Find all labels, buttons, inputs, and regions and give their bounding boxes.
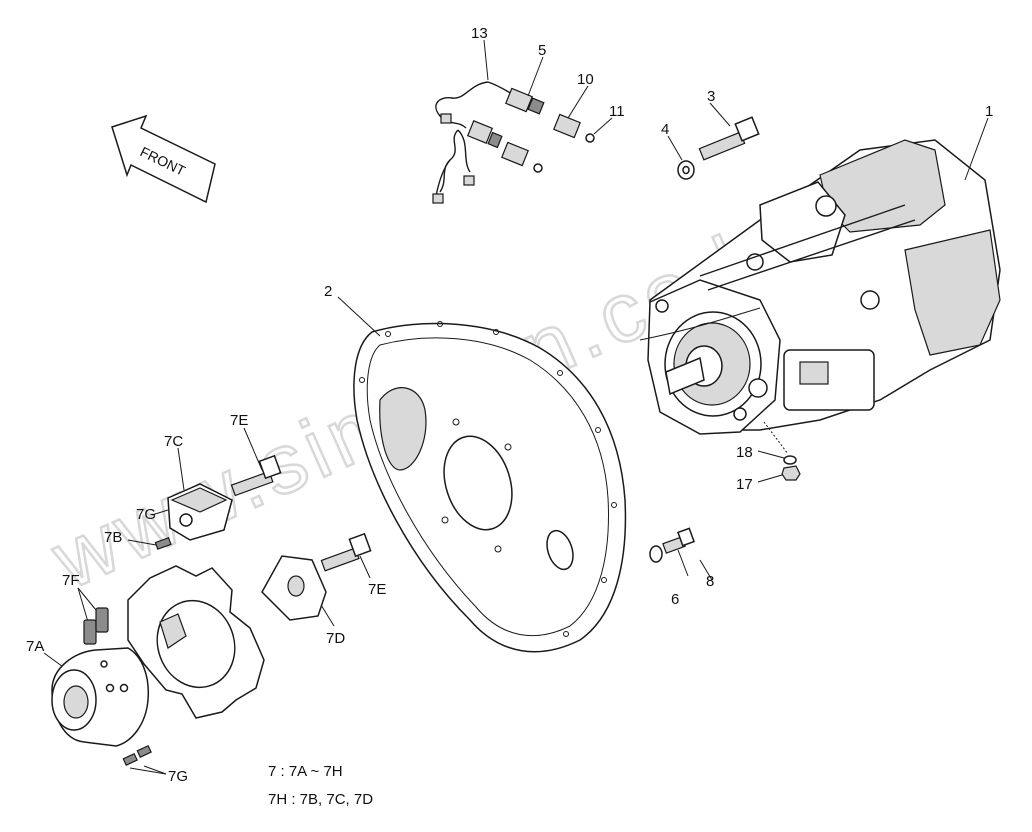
callout-7A: 7A (26, 638, 44, 655)
flywheel-plate (353, 321, 627, 653)
coupling-flange-7C (167, 483, 233, 541)
washer-18 (783, 455, 797, 465)
coupling-flange-7D (261, 555, 327, 621)
note-line-2: 7H : 7B, 7C, 7D (268, 791, 373, 808)
setscrew-7G-lower (122, 744, 152, 766)
callout-7G-top: 7G (136, 506, 156, 523)
callout-3: 3 (707, 88, 715, 105)
callout-1: 1 (985, 103, 993, 120)
adapter-fitting-10 (553, 113, 595, 143)
plug-17 (781, 465, 801, 481)
adapter-fitting-lower (501, 141, 543, 173)
callout-7D: 7D (326, 630, 345, 647)
callout-7G-bottom: 7G (168, 768, 188, 785)
washer-6 (649, 545, 663, 563)
callout-7C: 7C (164, 433, 183, 450)
washer-4 (677, 160, 695, 180)
callout-17: 17 (736, 476, 753, 493)
wiring-harness (432, 81, 517, 204)
callout-8: 8 (706, 573, 714, 590)
callout-6: 6 (671, 591, 679, 608)
callout-11: 11 (609, 103, 625, 120)
callout-13: 13 (471, 25, 488, 42)
callout-7B: 7B (104, 529, 122, 546)
callout-18: 18 (736, 444, 753, 461)
setscrew-7G-upper (154, 537, 172, 550)
note-line-1: 7 : 7A ~ 7H (268, 763, 343, 780)
bolt-8 (662, 527, 695, 554)
pressure-sensor-lower (466, 120, 503, 149)
main-pump-assembly (639, 139, 1001, 435)
callout-5: 5 (538, 42, 546, 59)
bolt-3 (698, 116, 760, 161)
front-arrow: FRONT (111, 114, 216, 204)
callout-4: 4 (661, 121, 669, 138)
setscrew-7F-right (95, 607, 109, 633)
bolt-7E-lower (320, 532, 372, 572)
callout-2: 2 (324, 283, 332, 300)
callout-10: 10 (577, 71, 594, 88)
setscrew-7F-left (83, 619, 97, 645)
callout-7F: 7F (62, 572, 80, 589)
pressure-sensor-upper (505, 87, 545, 115)
bolt-7E-upper (230, 454, 282, 497)
hub-7A (51, 647, 150, 747)
callout-7E-top: 7E (230, 412, 248, 429)
callout-7E-mid: 7E (368, 581, 386, 598)
rubber-element (127, 565, 265, 719)
